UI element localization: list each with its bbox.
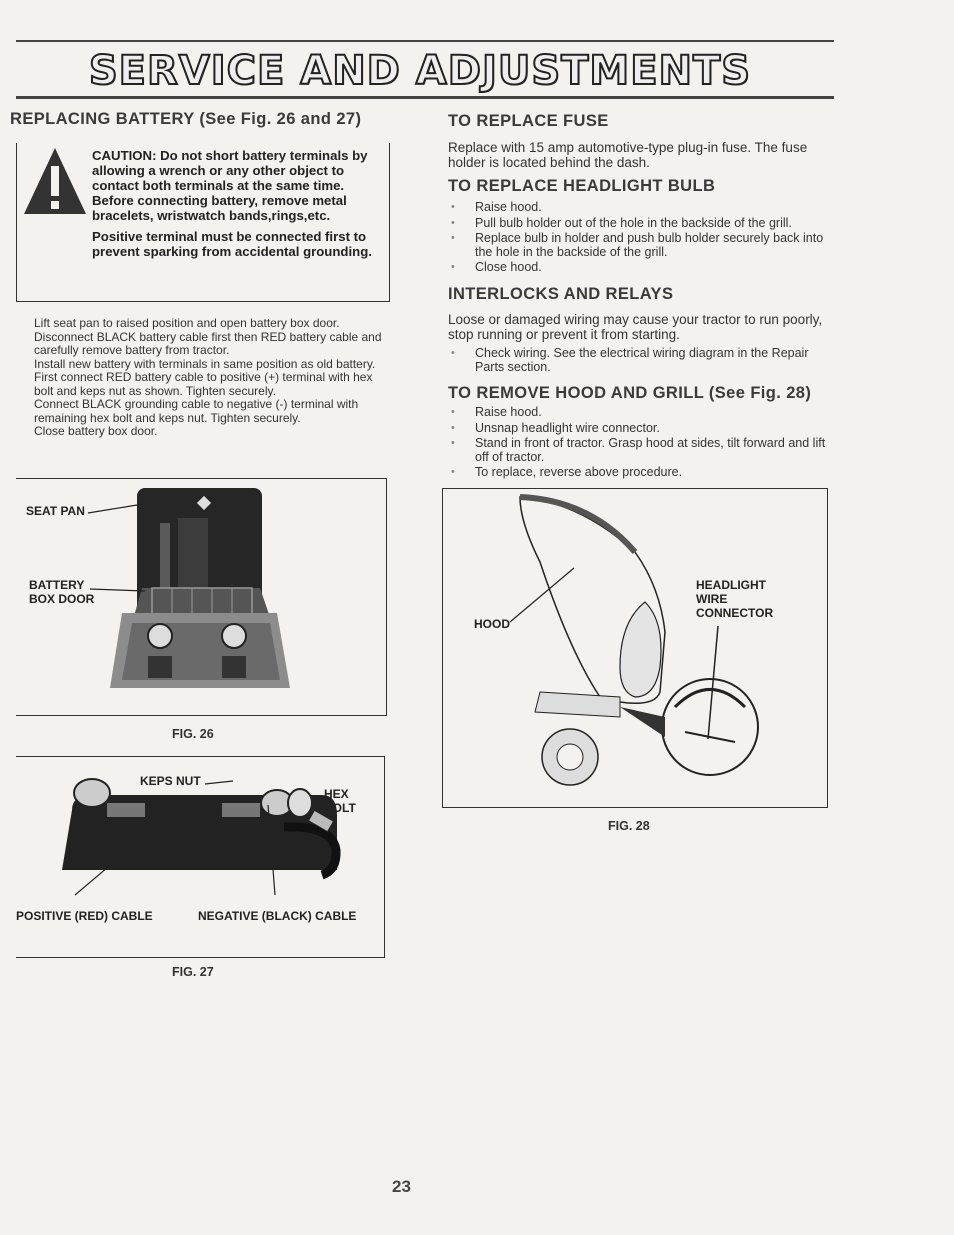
interlocks-steps: Check wiring. See the electrical wiring …	[448, 346, 834, 376]
label-positive-cable: POSITIVE (RED) CABLE	[16, 909, 153, 923]
hood-step: Raise hood.	[448, 405, 834, 420]
interlocks-heading: INTERLOCKS AND RELAYS	[448, 285, 674, 303]
label-seat-pan: SEAT PAN	[26, 504, 85, 518]
label-headlight-wire-2: WIRE	[696, 592, 728, 606]
headlight-step: Pull bulb holder out of the hole in the …	[448, 216, 834, 231]
fuse-heading: TO REPLACE FUSE	[448, 112, 609, 130]
battery-illustration	[62, 778, 341, 880]
fig27-caption: FIG. 27	[172, 965, 214, 979]
battery-step: Lift seat pan to raised position and ope…	[34, 316, 340, 330]
seat-pan-leader	[87, 503, 144, 514]
keps-nut-leader	[204, 780, 234, 785]
headlight-step: Close hood.	[448, 260, 834, 275]
battery-step: First connect RED battery cable to posit…	[34, 370, 373, 398]
headlight-heading: TO REPLACE HEADLIGHT BULB	[448, 177, 716, 195]
fig26-caption: FIG. 26	[172, 727, 214, 741]
headlight-steps: Raise hood. Pull bulb holder out of the …	[448, 200, 834, 277]
caution-paragraph-1: CAUTION: Do not short battery terminals …	[92, 148, 368, 223]
battery-steps: Lift seat pan to raised position and ope…	[34, 316, 392, 439]
top-rule	[16, 40, 834, 42]
headlight-step: Replace bulb in holder and push bulb hol…	[448, 231, 834, 259]
battery-step: Disconnect BLACK battery cable first the…	[34, 329, 382, 357]
battery-step: Connect BLACK grounding cable to negativ…	[34, 397, 359, 425]
label-hex-bolt-1: HEX	[324, 787, 349, 801]
battery-step: Close battery box door.	[34, 424, 158, 438]
fig28-frame	[442, 488, 828, 808]
battery-heading: REPLACING BATTERY (See Fig. 26 and 27)	[10, 110, 362, 128]
page-title: SERVICE AND ADJUSTMENTS	[88, 47, 752, 95]
headlight-step: Raise hood.	[448, 200, 834, 215]
caution-text: CAUTION: Do not short battery terminals …	[92, 148, 372, 265]
title-rule	[16, 96, 834, 99]
label-negative-cable: NEGATIVE (BLACK) CABLE	[198, 909, 357, 923]
label-hood: HOOD	[474, 617, 510, 631]
label-keps-nut: KEPS NUT	[140, 774, 201, 788]
hood-steps: Raise hood. Unsnap headlight wire connec…	[448, 405, 834, 482]
fig27-frame	[16, 756, 385, 958]
tractor-hood-illustration	[519, 494, 759, 786]
label-battery-box-door-2: BOX DOOR	[29, 592, 95, 606]
page-number: 23	[392, 1177, 411, 1196]
fig26-frame	[16, 478, 387, 716]
battery-step: Install new battery with terminals in sa…	[34, 356, 376, 371]
hood-step: Unsnap headlight wire connector.	[448, 421, 834, 436]
caution-box	[16, 143, 390, 302]
label-headlight-wire-3: CONNECTOR	[696, 606, 774, 620]
fig28-caption: FIG. 28	[608, 819, 650, 833]
hood-step: Stand in front of tractor. Grasp hood at…	[448, 436, 834, 464]
fuse-text: Replace with 15 amp automotive-type plug…	[448, 140, 808, 170]
hood-leader	[509, 567, 575, 623]
caution-paragraph-2: Positive terminal must be connected firs…	[92, 229, 372, 259]
headlight-wire-leader	[707, 625, 719, 740]
battery-box-illustration	[110, 488, 290, 688]
interlocks-step: Check wiring. See the electrical wiring …	[448, 346, 834, 374]
hood-step: To replace, reverse above procedure.	[448, 465, 834, 480]
label-headlight-wire-1: HEADLIGHT	[696, 578, 766, 592]
hood-heading: TO REMOVE HOOD AND GRILL (See Fig. 28)	[448, 384, 812, 402]
interlocks-text: Loose or damaged wiring may cause your t…	[448, 312, 823, 342]
cable-leaders	[74, 804, 276, 896]
label-hex-bolt-2: BOLT	[324, 801, 356, 815]
warning-triangle-icon	[24, 148, 86, 214]
label-battery-box-door-1: BATTERY	[29, 578, 85, 592]
battery-box-leader	[89, 588, 146, 592]
